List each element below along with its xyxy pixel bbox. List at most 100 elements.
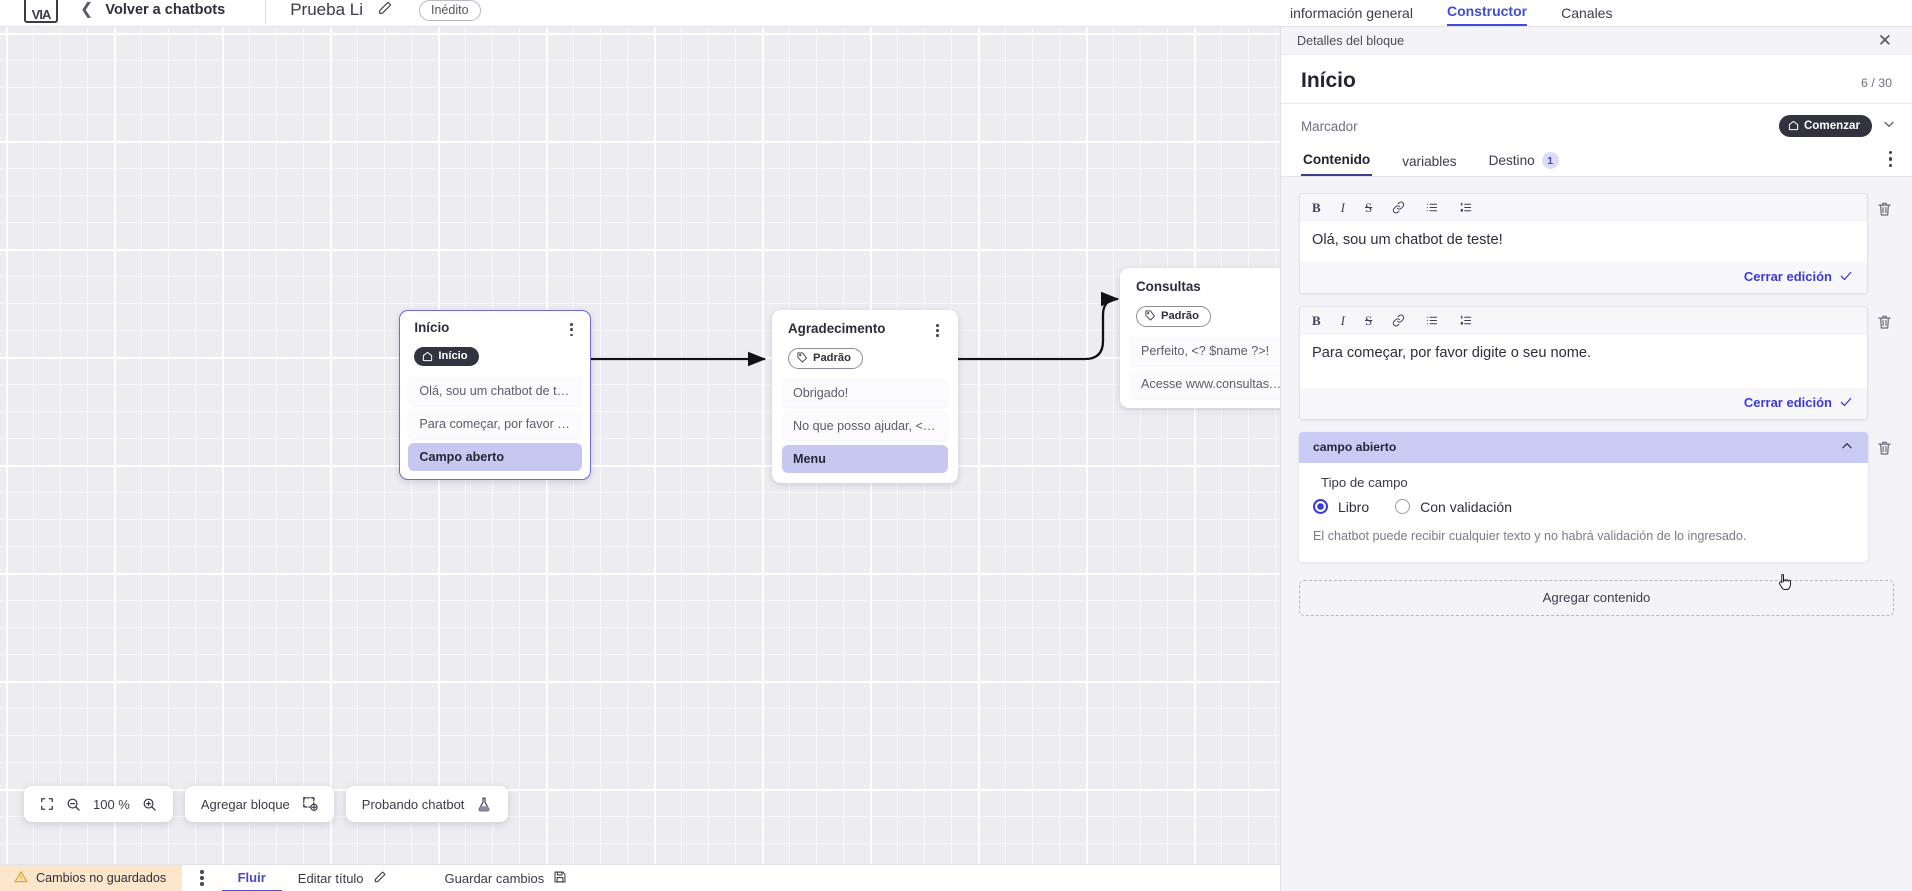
panel-tab-contenido[interactable]: Contenido [1301,148,1373,176]
flow-node-inicio[interactable]: Início Início Olá, sou um chatbot de tes… [399,310,591,481]
flow-node-agradecimento[interactable]: Agradecimento Padrão Obrigado! No que po… [772,310,958,483]
save-changes-button[interactable]: Guardar cambios [429,865,584,891]
edge-agradecimento-consultas [957,291,1120,361]
italic-icon[interactable]: I [1340,200,1346,215]
node-title: Agradecimento [788,321,886,336]
content-card-text[interactable]: Olá, sou um chatbot de teste! [1300,221,1867,262]
radio-libro-label: Libro [1338,498,1370,515]
node-menu-icon[interactable] [567,321,576,338]
check-icon [1840,398,1852,407]
close-edit-button[interactable]: Cerrar edición [1744,395,1853,410]
field-card-header[interactable]: campo abierto [1299,431,1868,463]
back-chevron-icon[interactable]: ❮ [80,1,94,18]
node-chip-label: Início [438,350,468,363]
bullet-list-icon[interactable] [1425,201,1439,214]
radio-libro-input[interactable] [1313,499,1328,515]
status-bar: Cambios no guardados Fluir Editar título… [0,864,1562,891]
marker-comenzar-button[interactable]: Comenzar [1778,115,1872,137]
bold-icon[interactable]: B [1312,312,1321,328]
tab-canales[interactable]: Canales [1561,5,1613,21]
flask-icon[interactable] [476,796,492,813]
marker-row: Marcador Comenzar [1281,104,1912,148]
delete-card-icon[interactable] [1876,193,1894,223]
node-row[interactable]: Campo aberto [408,442,582,471]
add-block-icon[interactable] [302,796,318,812]
tab-constructor[interactable]: Constructor [1446,3,1528,26]
bold-icon[interactable]: B [1312,200,1321,215]
warning-icon [14,870,28,887]
tag-icon [1145,310,1155,321]
node-row[interactable]: Acesse www.consultas.com par... [1130,369,1300,398]
panel-tabs: Contenido variables Destino 1 [1281,148,1912,177]
close-edit-label: Cerrar edición [1743,268,1832,284]
status-badge: Inédito [418,0,481,21]
app-logo[interactable]: VIA [24,0,58,23]
status-tab-fluir[interactable]: Fluir [221,865,282,891]
chevron-down-icon[interactable] [1882,117,1896,136]
bullet-list-icon[interactable] [1425,314,1439,327]
canvas-toolbar: 100 % Agregar bloque Probando chatbot [24,786,509,822]
close-edit-button[interactable]: Cerrar edición [1744,269,1853,284]
status-more-options-icon[interactable] [182,870,221,886]
node-chip-padrao: Padrão [1136,305,1211,327]
node-row[interactable]: Menu [782,444,948,473]
node-row[interactable]: Para começar, por favor digite o ... [408,409,582,438]
field-card-body: Tipo de campo Libro Con validación E [1299,463,1868,562]
pencil-icon [373,870,387,887]
chatbot-title: Prueba Li [290,0,363,19]
numbered-list-icon[interactable] [1459,201,1473,214]
delete-field-icon[interactable] [1876,432,1894,462]
fit-screen-icon[interactable] [40,797,54,811]
node-rows: Olá, sou um chatbot de teste! Para começ… [408,376,582,471]
content-card-text[interactable]: Para começar, por favor digite o seu nom… [1300,333,1867,388]
marker-controls: Comenzar [1778,115,1896,137]
link-icon[interactable] [1392,314,1405,327]
test-chatbot-button[interactable]: Probando chatbot [345,786,509,822]
panel-strip-title: Detalles del bloque [1297,33,1405,48]
delete-card-icon[interactable] [1876,306,1894,336]
node-chip-label: Padrão [1161,309,1199,322]
field-type-radio-group: Libro Con validación [1313,499,1854,515]
zoom-in-icon[interactable] [142,797,157,812]
home-icon [423,351,433,361]
flow-node-consultas[interactable]: Consultas Padrão Perfeito, <? $name ?>! … [1120,268,1310,408]
field-type-label: Tipo de campo [1321,474,1408,490]
edit-title-pencil-icon[interactable] [377,0,393,21]
content-card-2: B I S Para começar, por favor di [1299,305,1868,420]
panel-tab-label: variables [1402,154,1457,169]
chevron-up-icon[interactable] [1840,439,1854,456]
rte-toolbar: B I S [1300,194,1867,221]
radio-con-validacion-input[interactable] [1395,499,1411,515]
edit-title-label: Editar título [297,870,364,886]
italic-icon[interactable]: I [1340,312,1346,328]
node-row[interactable]: No que posso ajudar, <? $name ... [782,411,948,440]
zoom-out-icon[interactable] [66,797,81,812]
unsaved-changes-banner: Cambios no guardados [0,864,183,891]
content-card-footer: Cerrar edición [1300,261,1867,293]
strikethrough-icon[interactable]: S [1365,312,1373,328]
panel-tab-destino[interactable]: Destino 1 [1487,148,1561,176]
node-row[interactable]: Perfeito, <? $name ?>! [1130,336,1300,365]
panel-more-options-icon[interactable] [1888,150,1892,176]
rte-toolbar: B I S [1300,306,1867,334]
radio-con-validacion-label: Con validación [1420,498,1512,515]
close-icon[interactable]: ✕ [1877,31,1892,50]
add-block-button[interactable]: Agregar bloque [184,786,334,822]
add-content-button[interactable]: Agregar contenido [1299,579,1894,616]
node-row[interactable]: Olá, sou um chatbot de teste! [408,376,582,405]
node-rows: Perfeito, <? $name ?>! Acesse www.consul… [1130,336,1300,398]
node-menu-icon[interactable] [933,322,942,339]
tab-informacion-general[interactable]: información general [1290,5,1413,21]
link-icon[interactable] [1392,201,1405,214]
back-to-chatbots-link[interactable]: Volver a chatbots [105,2,226,18]
radio-option-con-validacion[interactable]: Con validación [1395,499,1512,515]
panel-body: B I S Olá, sou um chatbot de tes [1281,177,1912,891]
numbered-list-icon[interactable] [1459,314,1473,327]
radio-option-libro[interactable]: Libro [1313,499,1369,515]
panel-tab-variables[interactable]: variables [1400,150,1458,176]
close-edit-label: Cerrar edición [1743,394,1832,410]
edit-title-button[interactable]: Editar título [282,865,403,891]
node-row[interactable]: Obrigado! [782,378,948,407]
field-card-wrapper: campo abierto Tipo de campo Libro [1299,431,1894,562]
strikethrough-icon[interactable]: S [1365,200,1373,215]
